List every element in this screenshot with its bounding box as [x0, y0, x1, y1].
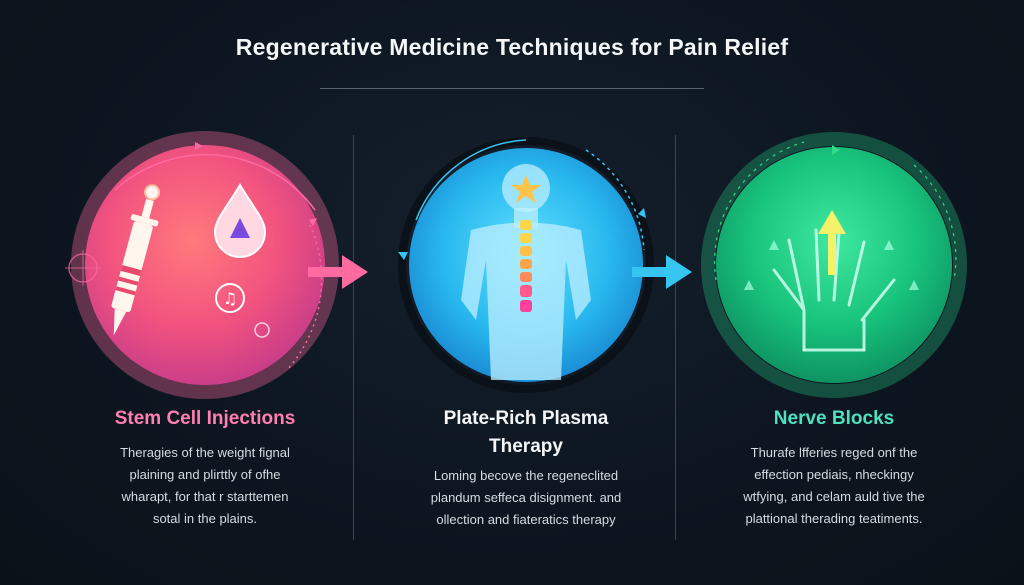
- desc-line: sotal in the plains.: [152, 511, 258, 526]
- arrow-right-icon: [308, 255, 368, 289]
- syringe-icon: [111, 184, 161, 336]
- desc-line: plandum seffeca disignment. and: [430, 490, 622, 505]
- column-divider-1: [353, 135, 354, 540]
- desc-line: Thurafe lfferies reged onf the: [750, 445, 918, 460]
- svg-text:♫: ♫: [223, 289, 237, 308]
- nerve-blocks-circle: [684, 130, 984, 430]
- virus-icon: [65, 250, 101, 286]
- arrow-right-icon: [632, 255, 692, 289]
- desc-line: effection pediais, nheckingy: [754, 467, 914, 482]
- desc-line: wharapt, for that r starttemen: [121, 489, 289, 504]
- stem-cell-desc: Theragies of the weight fignal plaining …: [55, 442, 355, 530]
- stem-cell-label: Stem Cell Injections: [114, 408, 296, 429]
- hand-icon: [772, 228, 896, 352]
- sparkle-icon: [254, 322, 270, 338]
- desc-line: Loming becove the regeneclited: [433, 468, 619, 483]
- prp-circle: [376, 130, 676, 430]
- star-icon: [511, 175, 541, 203]
- spine-icon: [520, 220, 532, 312]
- desc-line: ollection and fiateratics therapy: [436, 512, 616, 527]
- music-note-icon: ♫: [215, 283, 245, 313]
- desc-line: plaining and plirttly of ofhe: [129, 467, 281, 482]
- nerve-blocks-label: Nerve Blocks: [773, 408, 895, 429]
- prp-label: Plate-Rich Plasma Therapy: [376, 405, 676, 461]
- desc-line: wtfying, and celam auld tive the: [743, 489, 925, 504]
- small-arrow-icon: [744, 240, 919, 290]
- prp-label-line: Therapy: [489, 436, 563, 457]
- desc-line: plattional therading teatiments.: [745, 511, 923, 526]
- column-divider-2: [675, 135, 676, 540]
- droplet-icon: [213, 183, 267, 258]
- stem-cell-circle: ♫: [55, 130, 355, 430]
- nerve-blocks-desc: Thurafe lfferies reged onf the effection…: [684, 442, 984, 530]
- desc-line: Theragies of the weight fignal: [120, 445, 290, 460]
- prp-desc: Loming becove the regeneclited plandum s…: [376, 465, 676, 531]
- prp-label-line: Plate-Rich Plasma: [443, 408, 609, 429]
- page-title: Regenerative Medicine Techniques for Pai…: [235, 34, 789, 60]
- title-divider: [320, 88, 704, 89]
- up-arrow-icon: [818, 210, 846, 275]
